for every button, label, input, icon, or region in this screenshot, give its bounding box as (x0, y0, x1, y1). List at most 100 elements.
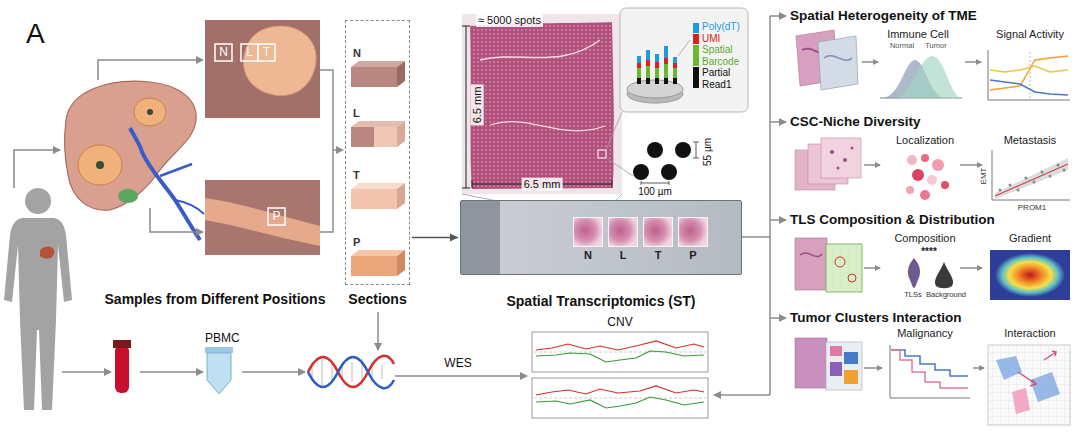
spot-diagram-part (641, 142, 699, 185)
metastasis-scatter-part (1049, 175, 1052, 178)
cluster-thumbnails (795, 338, 862, 390)
flow-arrows-part (242, 371, 305, 373)
spot-barcode-inset-part (693, 45, 699, 66)
signal-line-chart-part (1030, 52, 1031, 100)
he-tissue-square (573, 217, 603, 247)
oligo-stacks-part (637, 68, 641, 78)
blood-tube-part (115, 345, 129, 393)
node-text: L (351, 107, 407, 120)
localization-dots-part (907, 155, 917, 165)
node-text: Sections (348, 291, 406, 307)
zoom-guide-lines-part (606, 158, 633, 176)
localization-dots-part (941, 181, 949, 189)
metastasis-scatter-part (1041, 171, 1044, 174)
human-silhouette-part (25, 188, 51, 214)
dna-helix (308, 356, 394, 388)
tls-thumbnails-part (848, 274, 856, 282)
st-array-image-part (462, 26, 612, 188)
tumor-sample-photo-part (215, 44, 232, 61)
spot-diagram (633, 142, 699, 185)
method-label: WES (444, 357, 471, 371)
flow-arrows-part (714, 394, 770, 396)
gradient-heatmap-part (995, 253, 1065, 297)
section-block-face (351, 121, 405, 127)
node-text: T (643, 249, 673, 262)
pbmc-tube-part (207, 353, 231, 394)
st-array-image-part (490, 122, 605, 131)
cnv-plot-part (536, 397, 704, 408)
capture-area-tile: T (643, 217, 673, 263)
blood-tube (113, 340, 131, 393)
axis-label: PROM1 (1018, 203, 1046, 212)
flow-arrows-part (320, 70, 333, 232)
tls-thumbnails-part (826, 244, 862, 292)
section-block-face (351, 127, 374, 147)
flow-arrows (14, 16, 984, 395)
dimension-label: 55 µm (702, 138, 714, 166)
position-letter: T (263, 46, 270, 60)
analysis-label: Interaction (1004, 327, 1055, 340)
interaction-grid-part (1030, 372, 1060, 402)
flow-arrows-part (770, 121, 786, 123)
cluster-thumbnails-part (830, 362, 842, 376)
position-letter: P (272, 210, 280, 224)
oligo-part-label: Spatial (702, 44, 733, 56)
section-heading: Tumor Clusters Interaction (790, 310, 962, 326)
localization-dots (906, 154, 949, 200)
cluster-thumbnails-part (844, 370, 858, 384)
metastasis-scatter-part (999, 189, 1002, 192)
oligo-stacks-part (673, 68, 677, 78)
tls-thumbnails-part (826, 244, 862, 292)
metastasis-scatter (992, 150, 1070, 200)
legend-text: Normal (890, 42, 914, 51)
analysis-label: Gradient (1009, 232, 1051, 245)
analysis-label: Localization (896, 134, 954, 147)
signal-line-chart (988, 50, 1070, 100)
tls-thumbnails (795, 238, 862, 292)
flow-arrows-part (377, 312, 379, 350)
cnv-plot-part (534, 352, 706, 398)
legend-text: Tumor (925, 42, 946, 51)
section-group-box: SectionsNLTP (345, 20, 410, 285)
human-silhouette-part (4, 218, 72, 410)
csc-thumbnails-part (830, 150, 834, 154)
oligo-stacks-part (655, 54, 659, 62)
localization-dots-part (906, 186, 914, 194)
section-block-face (351, 61, 405, 67)
column-caption: Samples from Different Positions (105, 291, 326, 307)
he-tissue-square (678, 217, 708, 247)
tumor-sample-photo (205, 20, 320, 118)
st-array-image (462, 14, 622, 194)
cnv-plot-part (536, 341, 704, 350)
oligo-stacks-part (655, 62, 659, 68)
tumor-sample-photo-part (205, 20, 320, 118)
liver-illustration-part (175, 200, 204, 214)
metastasis-scatter-part (992, 150, 1070, 200)
analysis-label: Metastasis (1004, 134, 1057, 147)
csc-thumbnails (795, 138, 861, 190)
interaction-grid-part (988, 345, 1070, 425)
section-block-face (397, 250, 405, 276)
metastasis-scatter-part (1009, 184, 1012, 187)
spot-count: ≈ 5000 spots (476, 14, 543, 27)
tls-violin-plot (908, 258, 953, 288)
capture-area-tile: P (678, 217, 708, 263)
section-block-shape (351, 61, 407, 89)
spot-diagram-part (633, 164, 649, 180)
flow-arrows-part (965, 61, 981, 63)
tumor-sample-photo-part (258, 44, 275, 61)
flow-arrows-part (770, 317, 786, 319)
oligo-part-label: Read1 (702, 79, 731, 91)
cluster-thumbnails-part (844, 352, 858, 364)
position-letter: L (246, 46, 253, 60)
node-text: N (351, 47, 407, 60)
immune-density-plot (880, 56, 962, 98)
section-block-face (351, 250, 405, 256)
dna-helix-part (308, 357, 394, 388)
cnv-plot-part (536, 351, 704, 362)
oligo-part-label: UMI (702, 33, 720, 45)
oligo-stacks-part (664, 58, 668, 64)
tls-violin-plot-part (935, 262, 953, 288)
csc-thumbnails-part (851, 147, 854, 150)
